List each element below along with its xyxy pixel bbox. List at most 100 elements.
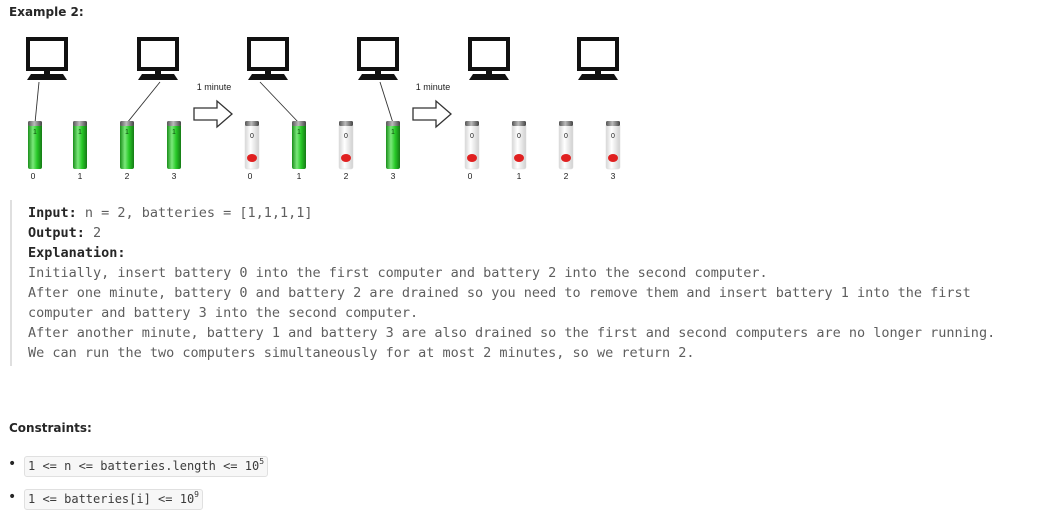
battery-index-label: 1 <box>517 171 522 181</box>
constraints-heading: Constraints: <box>9 421 92 435</box>
computer-icon <box>577 37 619 80</box>
battery-charge-remnant <box>247 154 257 162</box>
constraint-1-exponent: 5 <box>259 457 265 466</box>
battery-index-label: 1 <box>297 171 302 181</box>
monitor-stand <box>595 69 601 75</box>
constraint-2: 1 <= batteries[i] <= 109 <box>24 489 203 510</box>
battery-cap <box>606 121 620 126</box>
battery-cap <box>386 121 400 126</box>
explanation-line-5: We can run the two computers simultaneou… <box>28 345 695 361</box>
battery-index-label: 0 <box>468 171 473 181</box>
constraint-2-text: 1 <= batteries[i] <= 10 <box>28 492 195 506</box>
battery-icon: 11 <box>73 121 87 181</box>
battery-charge-remnant <box>467 154 477 162</box>
monitor-screen <box>468 37 510 71</box>
explanation-line-3: computer and battery 3 into the second c… <box>28 305 419 321</box>
connection-wire <box>126 81 161 124</box>
battery-body <box>386 124 400 169</box>
monitor-stand <box>155 69 161 75</box>
battery-body <box>167 124 181 169</box>
battery-cap <box>559 121 573 126</box>
battery-body <box>338 123 354 170</box>
battery-index-label: 2 <box>125 171 130 181</box>
monitor-screen <box>137 37 179 71</box>
battery-body <box>120 124 134 169</box>
battery-charge-remnant <box>561 154 571 162</box>
input-value: n = 2, batteries = [1,1,1,1] <box>76 205 313 221</box>
monitor-stand <box>375 69 381 75</box>
connection-wire <box>259 81 300 124</box>
right-arrow-icon <box>193 99 233 129</box>
example-heading: Example 2: <box>9 5 84 19</box>
battery-icon: 02 <box>558 121 574 181</box>
computer-icon <box>137 37 179 80</box>
battery-body <box>28 124 42 169</box>
computer-icon <box>247 37 289 80</box>
monitor-base <box>138 74 178 80</box>
battery-level-digit: 1 <box>33 129 37 136</box>
battery-cap <box>167 121 181 126</box>
battery-level-digit: 0 <box>470 133 474 140</box>
battery-icon: 00 <box>244 121 260 181</box>
battery-level-digit: 0 <box>250 133 254 140</box>
battery-body <box>464 123 480 170</box>
battery-body <box>511 123 527 170</box>
right-arrow-icon <box>412 99 452 129</box>
battery-icon: 13 <box>167 121 181 181</box>
battery-body <box>244 123 260 170</box>
battery-level-digit: 1 <box>172 129 176 136</box>
computer-icon <box>26 37 68 80</box>
battery-level-digit: 1 <box>125 129 129 136</box>
battery-index-label: 2 <box>564 171 569 181</box>
explanation-line-1: Initially, insert battery 0 into the fir… <box>28 265 768 281</box>
monitor-screen <box>577 37 619 71</box>
battery-index-label: 3 <box>172 171 177 181</box>
computer-icon <box>468 37 510 80</box>
explanation-label: Explanation: <box>28 245 126 261</box>
battery-icon: 13 <box>386 121 400 181</box>
monitor-base <box>27 74 67 80</box>
monitor-stand <box>44 69 50 75</box>
battery-body <box>292 124 306 169</box>
computer-icon <box>357 37 399 80</box>
monitor-screen <box>247 37 289 71</box>
battery-index-label: 3 <box>391 171 396 181</box>
battery-cap <box>465 121 479 126</box>
output-value: 2 <box>84 225 102 241</box>
battery-charge-remnant <box>341 154 351 162</box>
battery-index-label: 0 <box>248 171 253 181</box>
battery-cap <box>339 121 353 126</box>
battery-index-label: 2 <box>344 171 349 181</box>
example-block: Input: n = 2, batteries = [1,1,1,1] Outp… <box>10 200 1042 366</box>
connection-wire <box>379 81 394 124</box>
output-label: Output: <box>28 225 85 241</box>
constraint-1: 1 <= n <= batteries.length <= 105 <box>24 456 269 477</box>
battery-index-label: 3 <box>611 171 616 181</box>
input-line: Input: n = 2, batteries = [1,1,1,1] <box>28 205 312 221</box>
arrow-label: 1 minute <box>416 82 451 92</box>
battery-icon: 00 <box>464 121 480 181</box>
battery-icon: 01 <box>511 121 527 181</box>
battery-cap <box>28 121 42 126</box>
connection-wire <box>34 81 40 124</box>
battery-icon: 02 <box>338 121 354 181</box>
explanation-line-4: After another minute, battery 1 and batt… <box>28 325 996 341</box>
battery-level-digit: 1 <box>78 129 82 136</box>
battery-body <box>605 123 621 170</box>
battery-charge-remnant <box>514 154 524 162</box>
explanation-line-2: After one minute, battery 0 and battery … <box>28 285 971 301</box>
battery-icon: 10 <box>28 121 42 181</box>
battery-cap <box>512 121 526 126</box>
battery-cap <box>120 121 134 126</box>
battery-index-label: 0 <box>31 171 36 181</box>
monitor-base <box>248 74 288 80</box>
battery-charge-remnant <box>608 154 618 162</box>
monitor-base <box>358 74 398 80</box>
battery-level-digit: 1 <box>297 129 301 136</box>
battery-body <box>558 123 574 170</box>
constraint-1-text: 1 <= n <= batteries.length <= 10 <box>28 459 260 473</box>
battery-level-digit: 0 <box>611 133 615 140</box>
monitor-screen <box>26 37 68 71</box>
battery-icon: 12 <box>120 121 134 181</box>
